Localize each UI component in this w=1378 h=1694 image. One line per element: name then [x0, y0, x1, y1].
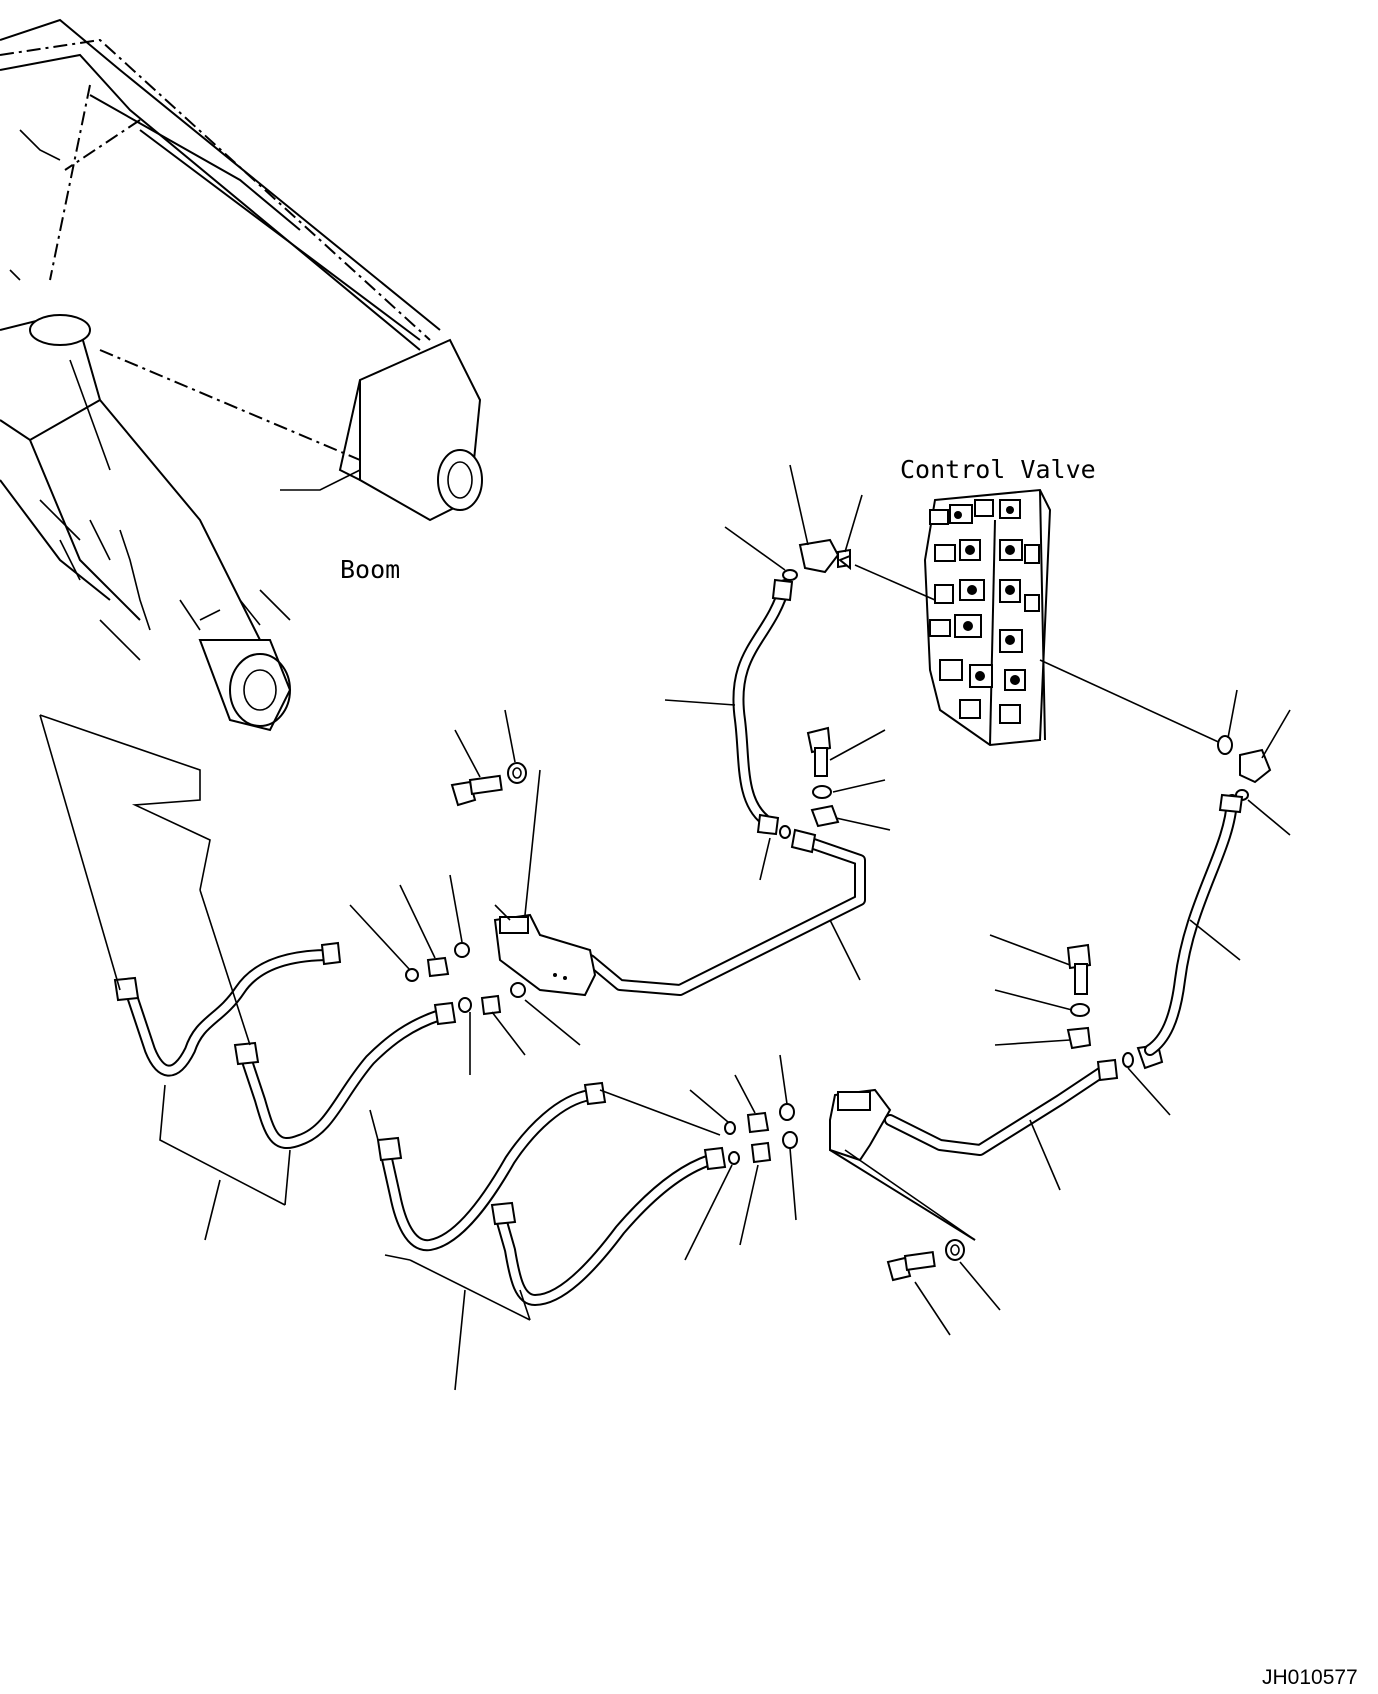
pipe-right-lower — [884, 1043, 1164, 1191]
right-port-fittings — [1217, 689, 1291, 836]
bolt-group-right — [989, 934, 1092, 1050]
bolt-group-upper-left — [450, 709, 527, 807]
hose-bottom-right — [490, 1146, 727, 1306]
lower-fittings — [684, 1054, 798, 1261]
hose-bottom-left — [369, 1081, 721, 1252]
clamp-block-lower — [829, 1088, 976, 1241]
pipe-center-to-block — [584, 825, 866, 996]
boom-label: Boom — [340, 555, 400, 584]
control-valve — [854, 488, 1226, 747]
hose-left-upper — [113, 874, 470, 1077]
bolt-group-lower — [886, 1239, 1001, 1336]
bolt-group-upper-right — [806, 726, 891, 831]
control-valve-label: Control Valve — [900, 455, 1096, 484]
leader-bracket-left — [39, 714, 531, 1391]
boom-structure — [0, 18, 483, 732]
reference-code: JH010577 — [1262, 1666, 1358, 1689]
upper-port-fittings — [724, 464, 863, 581]
clamp-block-upper — [493, 769, 597, 997]
hose-upper-vertical — [664, 578, 794, 836]
hose-left-lower — [233, 982, 581, 1149]
hose-right-vertical — [1127, 793, 1244, 1116]
